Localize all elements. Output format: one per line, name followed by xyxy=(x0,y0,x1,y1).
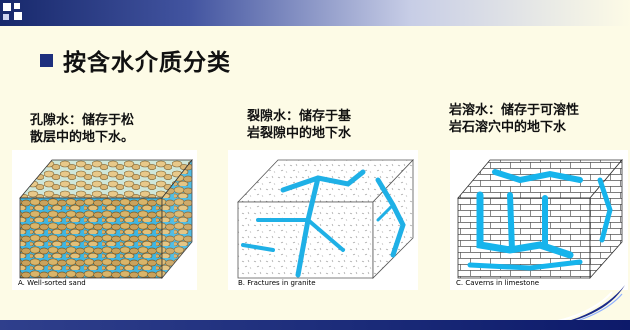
top-banner xyxy=(0,0,630,26)
granite-block-image xyxy=(237,159,414,279)
desc-pore-water: 孔隙水：储存于松 散层中的地下水。 xyxy=(30,113,135,145)
sand-block-image xyxy=(19,158,193,280)
granite-illustration xyxy=(228,150,418,290)
caption-sand: A. Well-sorted sand xyxy=(18,279,86,287)
bottom-banner xyxy=(0,320,630,330)
desc-fissure-water: 裂隙水：储存于基 岩裂隙中的地下水 xyxy=(247,109,352,141)
sand-illustration xyxy=(12,150,197,290)
square-bullet-icon xyxy=(40,53,53,67)
limestone-illustration xyxy=(450,150,628,290)
title-text: 按含水介质分类 xyxy=(63,50,231,76)
slide-title: 按含水介质分类 xyxy=(40,44,231,76)
limestone-block-image xyxy=(457,158,623,280)
caption-granite: B. Fractures in granite xyxy=(238,279,316,287)
desc-karst-water: 岩溶水：储存于可溶性 岩石溶穴中的地下水 xyxy=(449,103,580,135)
caption-limestone: C. Caverns in limestone xyxy=(456,279,540,287)
